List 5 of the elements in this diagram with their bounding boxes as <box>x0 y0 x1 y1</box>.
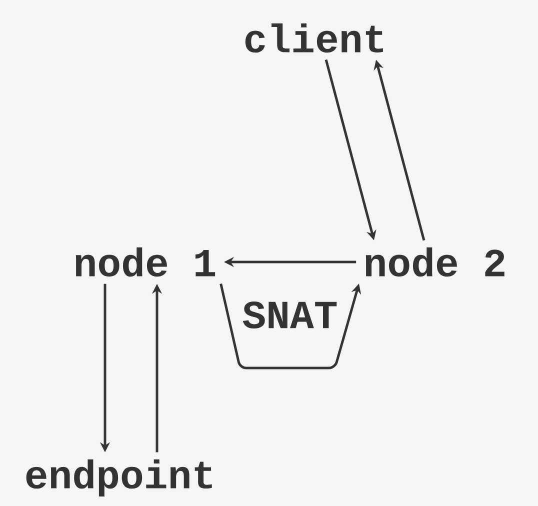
node-label: endpoint <box>26 459 212 497</box>
node-label: client <box>245 23 383 53</box>
node-label: node 2 <box>366 247 504 277</box>
edge-label: SNAT <box>242 301 337 328</box>
node-label: node 1 <box>76 247 216 277</box>
